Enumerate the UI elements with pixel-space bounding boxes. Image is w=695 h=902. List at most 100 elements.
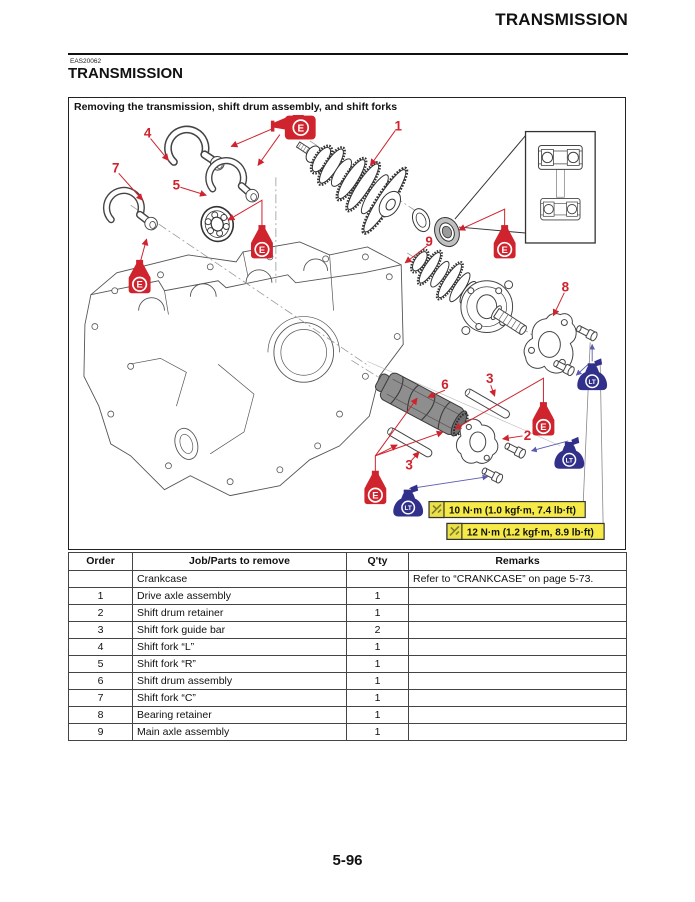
- bearing-detail-box: [454, 130, 596, 244]
- cell-qty: 1: [346, 638, 409, 656]
- cell-job: Shift fork guide bar: [132, 621, 347, 639]
- bearing-retainer: [523, 312, 577, 374]
- exploded-view-diagram: E E LT: [83, 115, 608, 540]
- washer: [411, 208, 431, 233]
- callout-5: 5: [173, 177, 181, 192]
- cell-qty: 1: [346, 672, 409, 690]
- main-axle-flange: [460, 280, 514, 335]
- col-header-qty: Q'ty: [346, 552, 409, 571]
- table-row: 1 Drive axle assembly 1: [68, 587, 627, 605]
- parts-table: Order Job/Parts to remove Q'ty Remarks C…: [68, 552, 627, 741]
- shift-fork-5: [209, 161, 259, 202]
- torque-spec-text: 10 N·m (1.0 kgf·m, 7.4 lb·ft): [449, 506, 576, 517]
- cell-remarks: [408, 723, 627, 741]
- cell-qty: 2: [346, 621, 409, 639]
- guide-bar-lower: [387, 427, 433, 458]
- col-header-order: Order: [68, 552, 133, 571]
- cell-order: 7: [68, 689, 133, 707]
- cell-remarks: [408, 587, 627, 605]
- crankcase-drawing: [83, 241, 404, 497]
- page-number: 5-96: [332, 852, 363, 869]
- cell-order: 4: [68, 638, 133, 656]
- cell-remarks: [408, 604, 627, 622]
- cell-order: 3: [68, 621, 133, 639]
- engine-oil-icon: [363, 469, 388, 505]
- figure-title: Removing the transmission, shift drum as…: [74, 101, 398, 113]
- callout-4: 4: [144, 126, 152, 141]
- cell-job: Crankcase: [132, 570, 347, 588]
- torque-spec-text: 12 N·m (1.2 kgf·m, 8.9 lb·ft): [467, 527, 594, 538]
- cell-qty: 1: [346, 604, 409, 622]
- cell-job: Shift fork “C”: [132, 689, 347, 707]
- page-header-title: TRANSMISSION: [495, 10, 628, 29]
- cell-job: Shift fork “L”: [132, 638, 347, 656]
- callout-3a: 3: [486, 371, 493, 386]
- table-row: 5 Shift fork “R” 1: [68, 655, 627, 673]
- table-row: 7 Shift fork “C” 1: [68, 689, 627, 707]
- shift-fork-7: [105, 188, 157, 233]
- cell-order: 6: [68, 672, 133, 690]
- cell-job: Shift drum retainer: [132, 604, 347, 622]
- header-rule: [68, 53, 628, 55]
- figure-box: Removing the transmission, shift drum as…: [68, 97, 626, 550]
- drive-axle-assembly: [295, 141, 409, 235]
- bearing: [434, 217, 460, 248]
- cell-remarks: [408, 655, 627, 673]
- cell-order: 2: [68, 604, 133, 622]
- main-axle-spline-shaft: [490, 305, 527, 335]
- callout-9: 9: [425, 234, 432, 249]
- shift-fork-4: [166, 125, 225, 177]
- cell-qty: 1: [346, 587, 409, 605]
- bearing-section-icon: [537, 145, 583, 170]
- cell-qty: 1: [346, 706, 409, 724]
- cell-order: 1: [68, 587, 133, 605]
- cell-order: 5: [68, 655, 133, 673]
- bolt-icon: [502, 440, 528, 460]
- bearing-section-icon: [540, 197, 581, 221]
- bolt-icon: [479, 465, 505, 485]
- cell-remarks: [408, 672, 627, 690]
- callout-7: 7: [112, 160, 119, 175]
- cell-remarks: [408, 689, 627, 707]
- callout-2: 2: [524, 428, 531, 443]
- cell-job: Bearing retainer: [132, 706, 347, 724]
- guide-bar-upper: [464, 388, 510, 419]
- loctite-icon: [553, 436, 585, 470]
- table-row: 2 Shift drum retainer 1: [68, 604, 627, 622]
- callout-1: 1: [394, 119, 402, 134]
- cell-remarks: Refer to “CRANKCASE” on page 5-73.: [408, 570, 627, 588]
- torque-spec-box-2: 12 N·m (1.2 kgf·m, 8.9 lb·ft): [446, 522, 605, 540]
- cell-qty: 1: [346, 655, 409, 673]
- cell-qty: 1: [346, 723, 409, 741]
- table-row: Crankcase Refer to “CRANKCASE” on page 5…: [68, 570, 627, 588]
- cell-order: 9: [68, 723, 133, 741]
- shaft-bearing: [200, 205, 235, 243]
- engine-oil-icon: [250, 224, 274, 260]
- table-row: 9 Main axle assembly 1: [68, 723, 627, 741]
- main-axle-assembly: [410, 248, 477, 305]
- loctite-icon: [392, 483, 424, 518]
- engine-oil-icon: [531, 401, 556, 437]
- table-row: 6 Shift drum assembly 1: [68, 672, 627, 690]
- cell-remarks: [408, 706, 627, 724]
- cell-qty: 1: [346, 689, 409, 707]
- cell-job: Shift drum assembly: [132, 672, 347, 690]
- cell-job: Main axle assembly: [132, 723, 347, 741]
- cell-remarks: [408, 638, 627, 656]
- shift-drum-retainer: [455, 418, 499, 464]
- red-leader-lines: [118, 128, 565, 472]
- col-header-remarks: Remarks: [408, 552, 627, 571]
- callout-8: 8: [562, 280, 570, 295]
- cell-qty: [346, 570, 409, 588]
- section-code: EAS20062: [70, 58, 102, 65]
- table-row: 4 Shift fork “L” 1: [68, 638, 627, 656]
- table-header-row: Order Job/Parts to remove Q'ty Remarks: [68, 552, 627, 571]
- loctite-icon: [576, 357, 608, 391]
- engine-oil-icon: [270, 115, 317, 141]
- callout-6: 6: [441, 377, 448, 392]
- callout-3b: 3: [405, 458, 412, 473]
- cell-job: Drive axle assembly: [132, 587, 347, 605]
- cell-job: Shift fork “R”: [132, 655, 347, 673]
- blue-leader-lines: [409, 343, 596, 490]
